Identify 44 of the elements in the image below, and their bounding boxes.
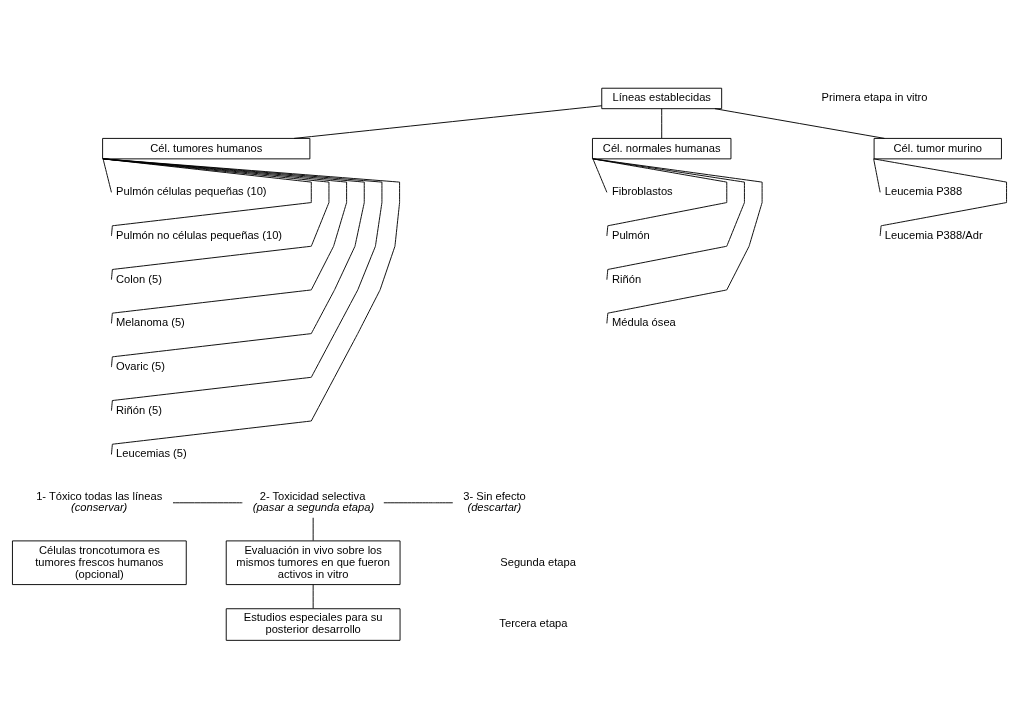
node-text: Pulmón células pequeñas (10): [116, 185, 267, 198]
node-text: 2- Toxicidad selectiva (pasar a segunda etapa): [252, 489, 375, 513]
connector: [873, 158, 1007, 237]
connector: [661, 108, 663, 139]
node-text: Leucemias (5): [116, 447, 187, 460]
connector: [714, 108, 885, 139]
node-text: Riñón (5): [116, 403, 162, 416]
node-box: Líneas establecidas: [601, 87, 723, 110]
node-box: Evaluación in vivo sobre los mismos tumores en que fueron activos in vitro: [225, 540, 401, 586]
connector: [592, 158, 763, 324]
label: Segunda etapa: [500, 555, 576, 568]
connector: [592, 158, 728, 237]
node-text: Colon (5): [116, 272, 162, 285]
node-text: 1- Tóxico todas las líneas (conservar): [36, 489, 163, 513]
node-text: Pulmón no células pequeñas (10): [116, 228, 283, 241]
node-text: Ovaric (5): [116, 359, 165, 372]
connector: [592, 158, 745, 281]
node-box: Cél. tumores humanos: [102, 137, 311, 160]
label: Primera etapa in vitro: [821, 91, 928, 104]
connector: [383, 502, 454, 504]
connector: [873, 158, 881, 193]
node-text: Fibroblastos: [611, 185, 673, 198]
node-box: Estudios especiales para su posterior desarrollo: [225, 608, 401, 641]
node-text: Riñón: [611, 272, 642, 285]
connector: [102, 158, 383, 412]
label: Tercera etapa: [499, 617, 568, 630]
node-box: Cél. tumor murino: [873, 137, 1002, 160]
connector: [312, 584, 314, 609]
connector: [312, 517, 314, 542]
connector: [293, 105, 603, 139]
node-text: Pulmón: [611, 228, 650, 241]
connector: [102, 158, 330, 281]
node-text: Leucemia P388: [884, 185, 963, 198]
connector: [102, 158, 112, 193]
connector: [102, 158, 348, 324]
node-box: Células troncotumora es tumores frescos humanos (opcional): [12, 540, 187, 586]
connector: [592, 158, 608, 193]
node-text: Médula ósea: [611, 316, 676, 329]
node-text: Leucemia P388/Adr: [884, 228, 983, 241]
node-box: Cél. normales humanas: [592, 137, 732, 160]
node-text: 3- Sin efecto (descartar): [463, 489, 526, 513]
node-text: Melanoma (5): [116, 316, 185, 329]
connector: [102, 158, 401, 455]
connector: [172, 502, 243, 504]
